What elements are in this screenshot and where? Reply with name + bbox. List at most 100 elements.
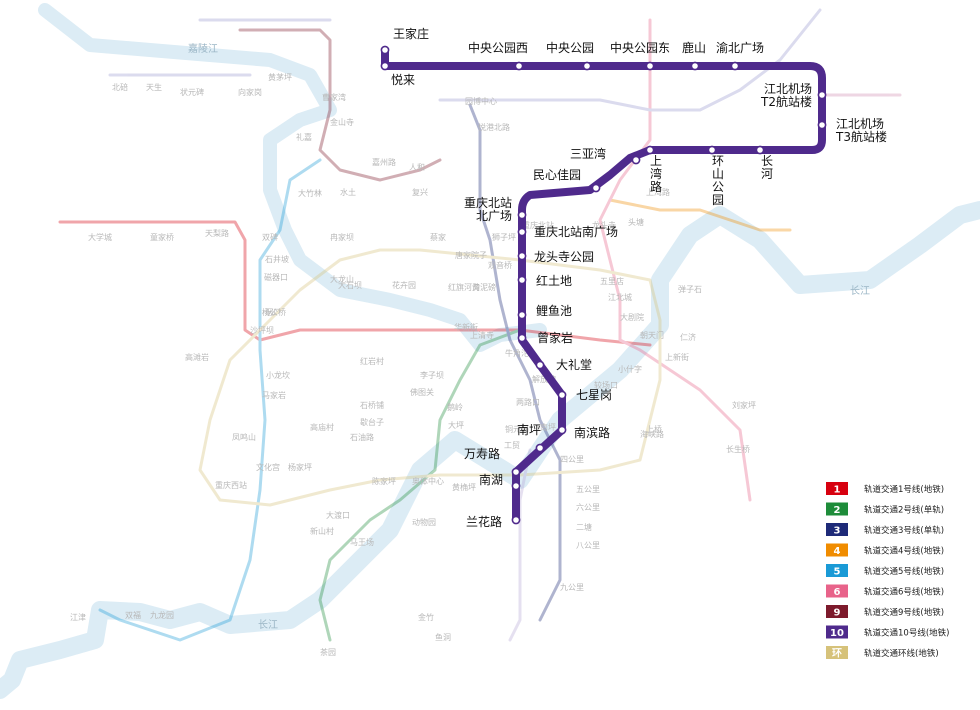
line3-bg bbox=[468, 103, 562, 622]
line10-station-label[interactable]: 红土地 bbox=[536, 273, 572, 288]
line10-station-dot[interactable] bbox=[514, 61, 524, 71]
background-station-label: 人和 bbox=[409, 163, 425, 172]
background-station-label: 向家岗 bbox=[238, 87, 262, 97]
background-station-label: 石井坡 bbox=[265, 254, 289, 264]
line10-station-dot[interactable] bbox=[631, 155, 641, 165]
background-station-label: 天生 bbox=[146, 82, 162, 92]
line10-station-label[interactable]: 南坪 bbox=[517, 422, 541, 437]
line10-station-dot[interactable] bbox=[557, 390, 567, 400]
line10-station-dot[interactable] bbox=[817, 120, 827, 130]
background-station-label: 小龙坎 bbox=[266, 370, 290, 380]
line10-station-label[interactable]: 悦来 bbox=[391, 73, 415, 87]
background-station-label: 高庙村 bbox=[310, 422, 334, 432]
background-station-label: 高滩岩 bbox=[185, 352, 209, 362]
line10-station-label[interactable]: 中央公园东 bbox=[610, 40, 670, 55]
line10-station-dot[interactable] bbox=[730, 61, 740, 71]
line10-station-dot[interactable] bbox=[380, 61, 390, 71]
line10-station-dot[interactable] bbox=[591, 183, 601, 193]
line10-station-label[interactable]: 三亚湾 bbox=[570, 146, 606, 161]
line10-station-dot[interactable] bbox=[517, 333, 527, 343]
line10-station-label[interactable]: 兰花路 bbox=[466, 514, 502, 529]
background-station-label: 大石坝 bbox=[338, 280, 362, 290]
legend-line-number: 6 bbox=[834, 587, 841, 598]
line10-station-dot[interactable] bbox=[517, 210, 527, 220]
background-station-label: 礼嘉 bbox=[296, 132, 312, 142]
line10-station-dot[interactable] bbox=[582, 61, 592, 71]
westline-bg bbox=[108, 18, 332, 77]
line10-station-dot[interactable] bbox=[517, 275, 527, 285]
line10-station-label[interactable]: 曾家岩 bbox=[537, 330, 573, 345]
background-station-label: 九龙园 bbox=[150, 610, 174, 620]
background-station-label: 大剧院 bbox=[620, 312, 644, 322]
background-station-label: 上新街 bbox=[665, 352, 689, 362]
line10-station-dot[interactable] bbox=[755, 145, 765, 155]
background-station-label: 佛图关 bbox=[410, 387, 434, 397]
background-station-label: 马家岩 bbox=[262, 390, 286, 400]
legend-line-name: 轨道交通10号线(地铁) bbox=[864, 628, 949, 639]
legend-swatch bbox=[826, 625, 848, 639]
background-station-label: 观音桥 bbox=[488, 260, 512, 270]
line10-station-label[interactable]: 中央公园西 bbox=[468, 40, 528, 55]
legend-swatch bbox=[826, 646, 848, 659]
background-station-label: 金山寺 bbox=[330, 117, 354, 127]
line10-station-dot[interactable] bbox=[517, 251, 527, 261]
background-station-label: 石油路 bbox=[350, 432, 374, 442]
background-station-label: 五里店 bbox=[600, 276, 624, 286]
line10-station-label[interactable]: 大礼堂 bbox=[556, 357, 592, 372]
line10-station-label[interactable]: 王家庄 bbox=[393, 26, 429, 41]
line10-station-label[interactable]: 鹿山 bbox=[682, 40, 706, 55]
background-station-label: 茶园 bbox=[320, 647, 336, 657]
line10-station-label[interactable]: 南滨路 bbox=[574, 425, 610, 440]
background-station-label: 大坪 bbox=[448, 420, 464, 430]
loop-bg bbox=[198, 248, 662, 507]
line10-station-dot[interactable] bbox=[511, 467, 521, 477]
line10-station-label[interactable]: 龙头寺公园 bbox=[534, 250, 594, 264]
line10-station-dot[interactable] bbox=[645, 61, 655, 71]
background-station-label: 九公里 bbox=[560, 583, 584, 592]
line5-bg bbox=[98, 158, 322, 642]
line10-station-dot[interactable] bbox=[535, 360, 545, 370]
line10-station-dot[interactable] bbox=[380, 45, 390, 55]
legend-swatch bbox=[826, 482, 848, 495]
line10-station-dot[interactable] bbox=[817, 90, 827, 100]
line10-station-label[interactable]: 上湾路 bbox=[650, 154, 662, 194]
line10-station-label[interactable]: 鲤鱼池 bbox=[536, 304, 572, 318]
legend-swatch bbox=[826, 584, 848, 598]
line10-station-label[interactable]: 重庆北站南广场 bbox=[534, 224, 618, 239]
background-station-label: 海峡路 bbox=[640, 429, 664, 439]
line10-station-label[interactable]: 南湖 bbox=[479, 472, 503, 487]
line10-station-dot[interactable] bbox=[535, 443, 545, 453]
line10-station-dot[interactable] bbox=[707, 145, 717, 155]
line10-station-dot[interactable] bbox=[511, 515, 521, 525]
background-station-label: 状元碑 bbox=[180, 87, 204, 97]
legend-swatch bbox=[826, 523, 848, 536]
line10-station-label[interactable]: 重庆北站北广场 bbox=[464, 196, 512, 223]
line10-station-label[interactable]: 长河 bbox=[761, 154, 773, 181]
background-station-label: 华新街 bbox=[454, 322, 478, 332]
line10-station-label[interactable]: 万寿路 bbox=[464, 446, 500, 461]
line10-station-label[interactable]: 中央公园 bbox=[546, 40, 594, 55]
background-station-label: 上湾路 bbox=[646, 187, 670, 197]
line10-station-dot[interactable] bbox=[517, 310, 527, 320]
background-station-label: 江津 bbox=[70, 612, 86, 622]
line10-station-label[interactable]: 七星岗 bbox=[576, 388, 612, 402]
background-station-label: 园博中心 bbox=[465, 96, 497, 106]
line10-station-dot[interactable] bbox=[690, 61, 700, 71]
background-station-label: 烟厂 bbox=[265, 308, 281, 317]
line10-station-dot[interactable] bbox=[645, 145, 655, 155]
background-station-label: 马王场 bbox=[350, 538, 374, 547]
line10-station-label[interactable]: 渝北广场 bbox=[716, 40, 764, 55]
line10-station-dot[interactable] bbox=[557, 425, 567, 435]
legend-line-number: 4 bbox=[834, 546, 841, 557]
background-station-label: 南坪 bbox=[540, 422, 556, 432]
legend-line-name: 轨道交通2号线(单轨) bbox=[864, 505, 944, 516]
background-station-label: 大龙山 bbox=[330, 274, 354, 284]
legend-swatch bbox=[826, 605, 848, 618]
line10-station-label[interactable]: 环山公园 bbox=[712, 154, 724, 207]
background-station-label: 解放碑 bbox=[532, 374, 556, 384]
line10-station-dot[interactable] bbox=[517, 227, 527, 237]
line10-station-dot[interactable] bbox=[511, 481, 521, 491]
line10-station-label[interactable]: 民心佳园 bbox=[533, 168, 581, 182]
